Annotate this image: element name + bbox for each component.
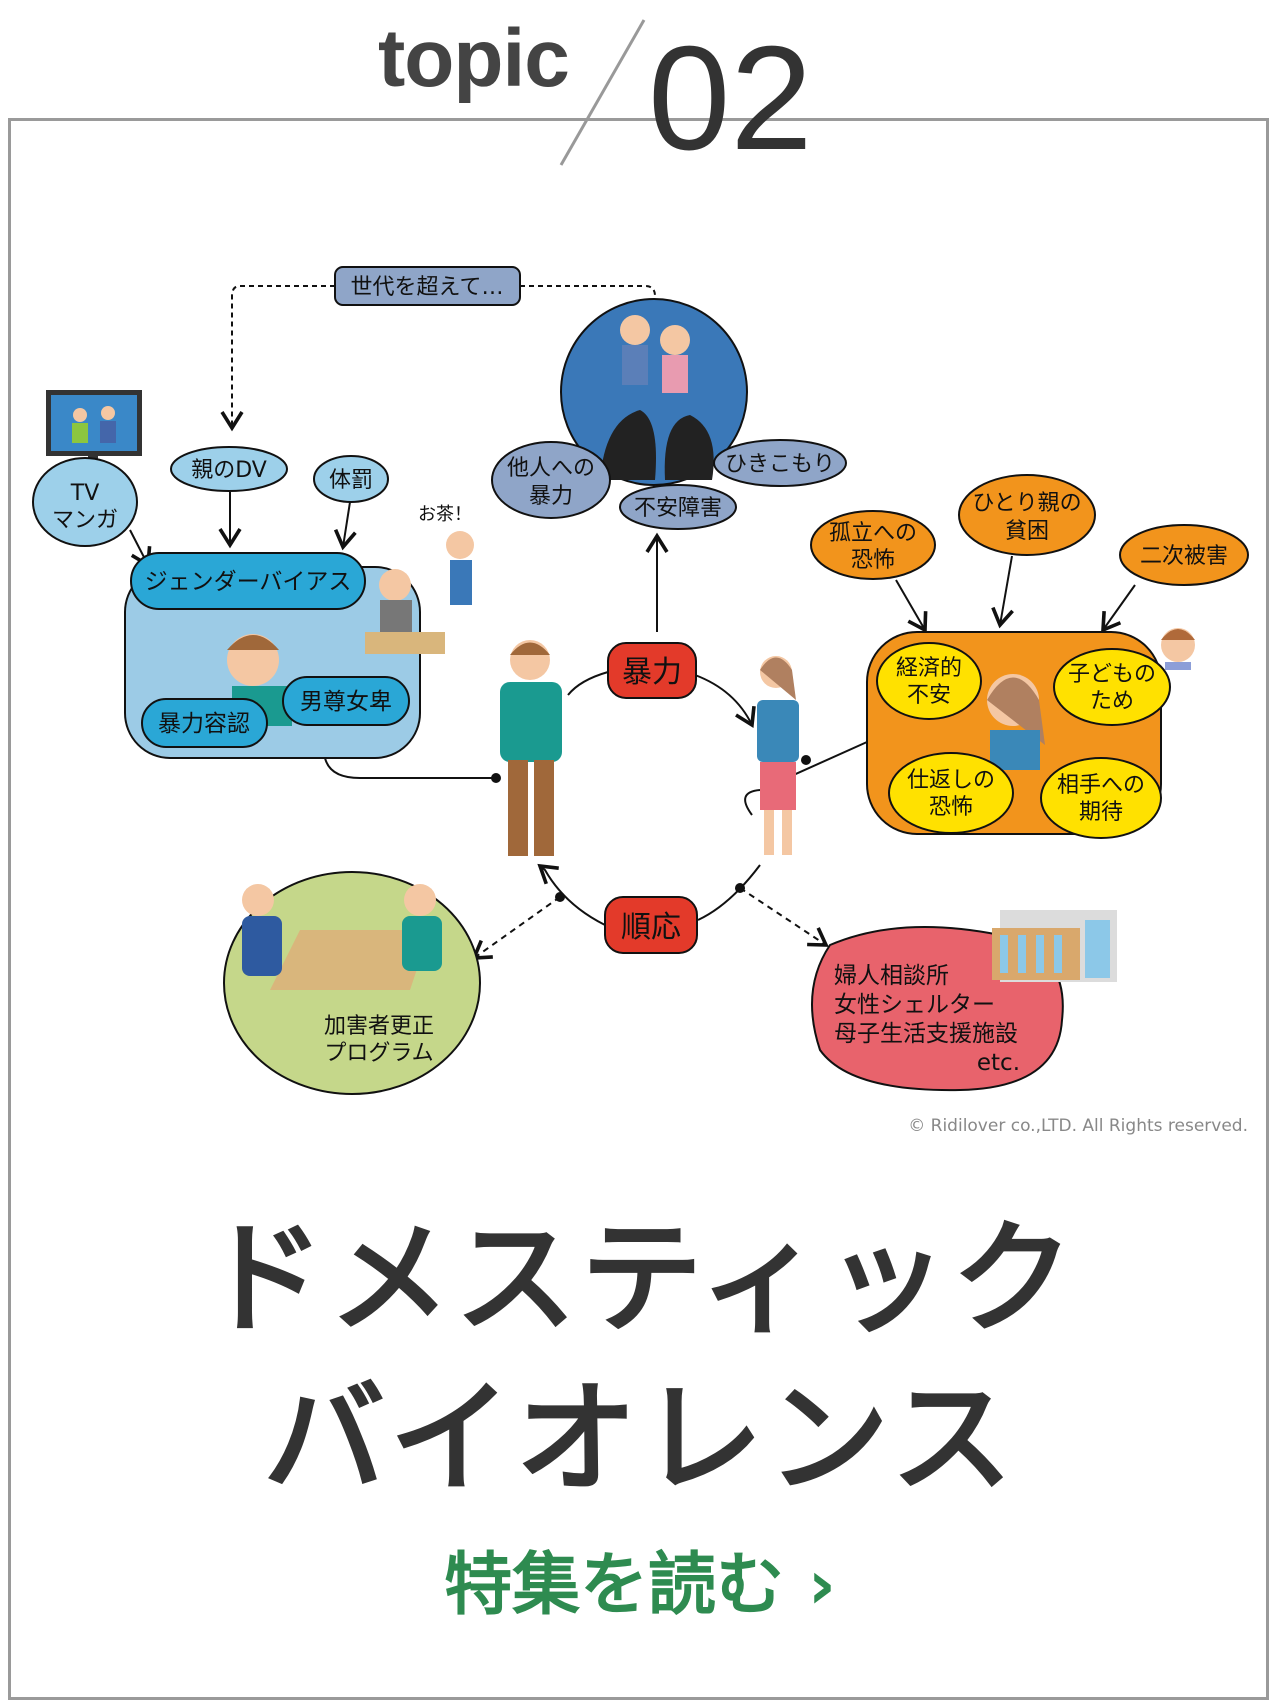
- building-icon: [992, 910, 1117, 982]
- headline-line-2: バイオレンス: [263, 1368, 1017, 1510]
- svg-text:貧困: 貧困: [1005, 519, 1049, 544]
- copyright-notice: © Ridilover co.,LTD. All Rights reserved…: [908, 1116, 1248, 1136]
- children-figures-icon: [600, 315, 714, 480]
- svg-text:女性シェルター: 女性シェルター: [834, 992, 995, 1018]
- svg-text:暴力容認: 暴力容認: [158, 711, 250, 737]
- bubble-withdrawal: ひきこもり: [713, 439, 847, 487]
- read-feature-label: 特集を読む: [444, 1546, 785, 1625]
- svg-text:マンガ: マンガ: [52, 508, 118, 533]
- svg-text:仕返しの: 仕返しの: [907, 768, 995, 793]
- svg-text:二次被害: 二次被害: [1140, 544, 1228, 569]
- svg-text:ため: ため: [1090, 689, 1134, 714]
- abuser-man-icon: [500, 640, 562, 856]
- program-circle: 加害者更正 プログラム: [223, 871, 481, 1095]
- bubble-parent-dv: 親のDV: [170, 446, 288, 492]
- svg-text:暴力: 暴力: [529, 484, 573, 509]
- compliance-label: 順応: [604, 896, 698, 954]
- svg-text:順応: 順応: [621, 910, 681, 945]
- read-feature-link[interactable]: 特集を読む ›: [0, 1552, 1280, 1620]
- svg-text:暴力: 暴力: [622, 655, 682, 690]
- bubble-isolation-fear: 孤立への 恐怖: [810, 510, 936, 580]
- bubble-secondary-damage: 二次被害: [1119, 524, 1249, 586]
- svg-text:加害者更正: 加害者更正: [324, 1014, 434, 1039]
- svg-text:婦人相談所: 婦人相談所: [834, 963, 949, 989]
- svg-text:不安障害: 不安障害: [634, 496, 722, 521]
- svg-text:世代を超えて…: 世代を超えて…: [351, 275, 504, 300]
- svg-text:男尊女卑: 男尊女卑: [300, 689, 392, 715]
- svg-text:子どもの: 子どもの: [1068, 662, 1156, 687]
- divider-slash: [559, 19, 646, 166]
- cloud-economic-anxiety: 経済的 不安: [876, 642, 982, 720]
- svg-text:etc.: etc.: [977, 1050, 1020, 1076]
- bubble-anxiety-disorder: 不安障害: [619, 484, 737, 530]
- violence-label: 暴力: [607, 642, 697, 699]
- topic-number: 02: [648, 16, 813, 181]
- svg-text:恐怖: 恐怖: [929, 795, 973, 820]
- headline-line-1: ドメスティック: [202, 1208, 1078, 1350]
- tv-icon: [46, 390, 142, 462]
- facilities-blob: 婦人相談所 女性シェルター 母子生活支援施設 etc.: [811, 926, 1064, 1092]
- svg-text:ジェンダーバイアス: ジェンダーバイアス: [145, 569, 352, 595]
- chevron-right-icon: ›: [784, 1546, 836, 1625]
- svg-text:他人への: 他人への: [507, 456, 595, 481]
- generation-label: 世代を超えて…: [334, 266, 521, 306]
- cloud-for-children: 子どもの ため: [1053, 648, 1171, 726]
- cloud-fear-of-revenge: 仕返しの 恐怖: [888, 752, 1014, 834]
- cloud-male-dominance: 男尊女卑: [282, 676, 410, 726]
- crying-woman-icon: [987, 674, 1045, 770]
- svg-text:母子生活支援施設: 母子生活支援施設: [834, 1021, 1018, 1047]
- svg-text:ひとり親の: ひとり親の: [972, 491, 1081, 516]
- svg-text:期待: 期待: [1079, 800, 1123, 825]
- generation-arrow-left: [220, 285, 335, 432]
- boss-and-woman-icon: お茶！: [365, 504, 474, 654]
- cloud-violence-tolerance: 暴力容認: [141, 698, 268, 748]
- svg-text:体罰: 体罰: [329, 468, 373, 493]
- bubble-punishment: 体罰: [313, 455, 389, 503]
- card-frame: [8, 118, 1269, 1700]
- bubble-single-parent-poverty: ひとり親の 貧困: [958, 474, 1096, 556]
- svg-text:親のDV: 親のDV: [191, 458, 267, 483]
- cloud-gender-bias: ジェンダーバイアス: [130, 552, 366, 610]
- svg-text:TV: TV: [70, 481, 100, 506]
- svg-text:ひきこもり: ひきこもり: [725, 452, 835, 477]
- bubble-violence-to-others: 他人への 暴力: [491, 441, 611, 519]
- cloud-expectation: 相手への 期待: [1040, 757, 1162, 839]
- girl-icon: [1161, 628, 1195, 670]
- victim-woman-icon: [757, 656, 799, 855]
- svg-text:不安: 不安: [907, 683, 951, 708]
- svg-text:相手への: 相手への: [1057, 773, 1145, 798]
- svg-text:お茶！: お茶！: [418, 504, 472, 525]
- bubble-tv-manga: TV マンガ: [32, 457, 138, 547]
- svg-text:恐怖: 恐怖: [851, 548, 895, 573]
- svg-text:プログラム: プログラム: [324, 1041, 433, 1066]
- svg-text:孤立への: 孤立への: [829, 521, 917, 546]
- topic-label: topic: [378, 13, 570, 104]
- svg-text:経済的: 経済的: [896, 656, 962, 681]
